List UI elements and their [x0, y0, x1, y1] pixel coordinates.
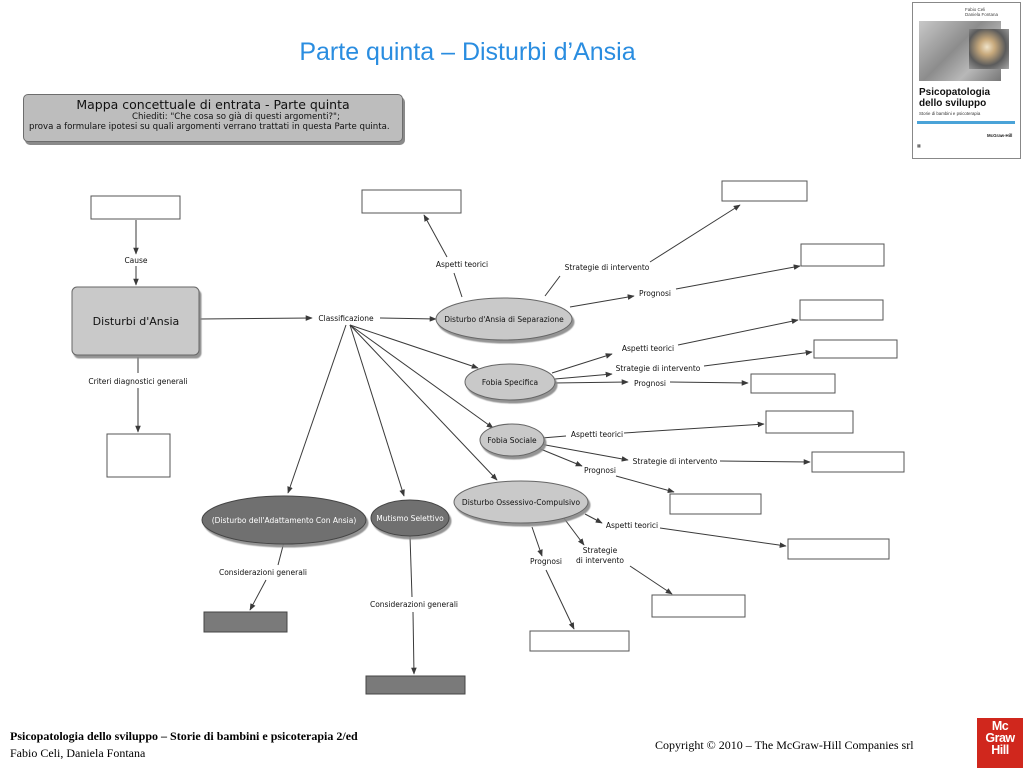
empty-box	[529, 630, 630, 652]
cover-bar	[917, 121, 1015, 124]
cover-subtitle: Storie di bambini e psicoterapia	[919, 111, 981, 116]
node-social	[479, 423, 545, 457]
link-labels: Cause Criteri diagnostici generali Class…	[88, 256, 717, 609]
concept-map: Disturbi d'Ansia Disturbo d'Ansia di Sep…	[71, 180, 905, 695]
label-classification: Classificazione	[318, 314, 374, 323]
concept-map-banner: Mappa concettuale di entrata - Parte qui…	[23, 94, 403, 142]
node-phobia	[464, 363, 556, 401]
banner-instruction: prova a formulare ipotesi su quali argom…	[29, 122, 390, 132]
cover-publisher: McGraw-Hill	[987, 133, 1013, 138]
empty-box	[811, 451, 905, 473]
category-nodes: Disturbo d'Ansia di Separazione Fobia Sp…	[201, 297, 589, 545]
label-strategies: Strategie di intervento	[633, 457, 718, 466]
empty-box	[361, 189, 462, 214]
node-social-label: Fobia Sociale	[487, 436, 537, 445]
label-considerations: Considerazioni generali	[219, 568, 307, 577]
empty-box	[800, 243, 885, 267]
node-separation-label: Disturbo d'Ansia di Separazione	[444, 315, 564, 324]
banner-title: Mappa concettuale di entrata - Parte qui…	[76, 97, 350, 112]
node-ocd-label: Disturbo Ossessivo-Compulsivo	[462, 498, 581, 507]
label-considerations: Considerazioni generali	[370, 600, 458, 609]
footer-authors: Fabio Celi, Daniela Fontana	[10, 746, 146, 760]
cover-title-line1: Psicopatologia	[919, 87, 991, 98]
cover-title-line2: dello sviluppo	[919, 98, 987, 109]
empty-box	[787, 538, 890, 560]
mcgraw-hill-logo: Mc Graw Hill	[977, 718, 1023, 768]
footer-book-title: Psicopatologia dello sviluppo – Storie d…	[10, 729, 358, 743]
slide-title: Parte quinta – Disturbi d’Ansia	[299, 38, 636, 66]
label-aspects: Aspetti teorici	[571, 430, 623, 439]
book-cover: Fabio Celi Daniela Fontana Psicopatologi…	[912, 2, 1021, 159]
cover-authors: Fabio Celi Daniela Fontana	[965, 7, 999, 17]
empty-boxes	[90, 180, 905, 652]
label-aspects: Aspetti teorici	[622, 344, 674, 353]
label-strategies: Strategie di intervento	[616, 364, 701, 373]
banner-question: Chiediti: "Che cosa so già di questi arg…	[132, 112, 340, 122]
empty-box	[669, 493, 762, 515]
cover-title: Psicopatologia dello sviluppo	[919, 87, 990, 109]
label-aspects: Aspetti teorici	[436, 260, 488, 269]
cover-photo-detail	[969, 29, 1009, 69]
empty-box	[799, 299, 884, 321]
label-strategies-line2: di intervento	[576, 556, 624, 565]
empty-box	[721, 180, 808, 202]
empty-box	[765, 410, 854, 434]
node-mutism-label: Mutismo Selettivo	[376, 514, 444, 523]
logo-line2: Graw	[985, 731, 1015, 745]
node-mutism	[370, 499, 450, 537]
filled-box-mutism	[365, 675, 466, 695]
main-node: Disturbi d'Ansia	[71, 286, 200, 356]
empty-box	[651, 594, 746, 618]
node-separation	[435, 297, 573, 341]
label-aspects: Aspetti teorici	[606, 521, 658, 530]
label-cause: Cause	[124, 256, 147, 265]
label-prognosis: Prognosi	[530, 557, 562, 566]
node-adjustment-label: (Disturbo dell'Adattamento Con Ansia)	[212, 516, 357, 525]
empty-box-cause	[90, 195, 181, 220]
filled-boxes	[203, 611, 466, 695]
cover-logo-icon: ▦	[917, 143, 921, 148]
node-ocd	[453, 480, 589, 524]
footer-copyright: Copyright © 2010 – The McGraw-Hill Compa…	[655, 738, 914, 752]
node-adjustment	[201, 495, 367, 545]
empty-box	[750, 373, 836, 394]
empty-box-criteria	[106, 433, 171, 478]
main-node-label: Disturbi d'Ansia	[93, 315, 180, 328]
empty-box	[813, 339, 898, 359]
label-strategies: Strategie di intervento	[565, 263, 650, 272]
label-strategies-line1: Strategie	[583, 546, 618, 555]
label-prognosis: Prognosi	[639, 289, 671, 298]
label-prognosis: Prognosi	[634, 379, 666, 388]
label-prognosis: Prognosi	[584, 466, 616, 475]
filled-box-adjustment	[203, 611, 288, 633]
logo-line1: Mc	[991, 719, 1009, 733]
node-phobia-label: Fobia Specifica	[482, 378, 538, 387]
label-criteria: Criteri diagnostici generali	[88, 377, 187, 386]
logo-line3: Hill	[991, 743, 1009, 757]
connector-lines	[133, 204, 813, 675]
